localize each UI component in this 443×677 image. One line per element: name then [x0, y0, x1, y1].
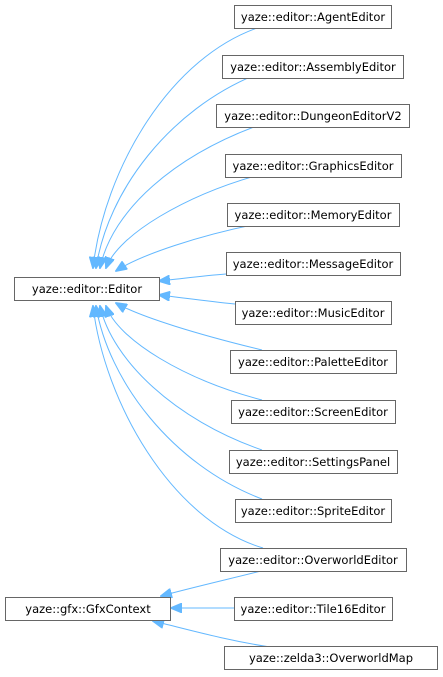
node-label: yaze::editor::PaletteEditor — [238, 355, 388, 369]
edge-graphics-editor-to-editor — [106, 173, 263, 268]
edge-palette-editor-to-editor — [116, 303, 263, 351]
node-label: yaze::editor::OverworldEditor — [228, 553, 398, 567]
node-label: yaze::editor::MusicEditor — [242, 306, 385, 320]
node-label: yaze::editor::Tile16Editor — [241, 602, 386, 616]
edge-assembly-editor-to-editor — [96, 74, 256, 268]
node-label: yaze::editor::DungeonEditorV2 — [224, 109, 401, 123]
node-label: yaze::editor::ScreenEditor — [238, 405, 388, 419]
node-sprite-editor[interactable]: yaze::editor::SpriteEditor — [235, 499, 392, 523]
edge-memory-editor-to-editor — [116, 222, 263, 271]
edge-screen-editor-to-editor — [106, 306, 263, 401]
edge-music-editor-to-editor — [159, 295, 236, 305]
node-label: yaze::editor::SettingsPanel — [236, 455, 390, 469]
edge-message-editor-to-editor — [159, 273, 227, 281]
edge-sprite-editor-to-editor — [96, 306, 263, 500]
node-label: yaze::editor::GraphicsEditor — [233, 159, 394, 173]
node-music-editor[interactable]: yaze::editor::MusicEditor — [235, 301, 392, 325]
node-gfx-context[interactable]: yaze::gfx::GfxContext — [5, 597, 171, 621]
edge-agent-editor-to-editor — [93, 25, 264, 268]
edge-overworld-map-to-gfx-context — [153, 621, 271, 648]
node-settings-panel[interactable]: yaze::editor::SettingsPanel — [229, 450, 398, 474]
node-dungeon-editor-v2[interactable]: yaze::editor::DungeonEditorV2 — [216, 104, 410, 128]
node-label: yaze::gfx::GfxContext — [25, 602, 151, 616]
node-label: yaze::editor::AssemblyEditor — [230, 60, 396, 74]
edge-overworld-editor-to-editor — [93, 306, 264, 549]
edge-overworld-editor-to-gfx-context — [161, 569, 266, 596]
node-overworld-editor[interactable]: yaze::editor::OverworldEditor — [220, 548, 407, 572]
node-label: yaze::editor::Editor — [32, 282, 142, 296]
edge-dungeon-editor-v2-to-editor — [100, 123, 263, 268]
node-graphics-editor[interactable]: yaze::editor::GraphicsEditor — [225, 154, 402, 178]
edges — [93, 25, 271, 648]
node-agent-editor[interactable]: yaze::editor::AgentEditor — [234, 5, 392, 29]
node-overworld-map[interactable]: yaze::zelda3::OverworldMap — [224, 646, 438, 670]
node-assembly-editor[interactable]: yaze::editor::AssemblyEditor — [222, 55, 404, 79]
node-label: yaze::editor::MemoryEditor — [235, 208, 392, 222]
node-message-editor[interactable]: yaze::editor::MessageEditor — [226, 252, 401, 276]
node-label: yaze::zelda3::OverworldMap — [249, 651, 413, 665]
node-label: yaze::editor::MessageEditor — [233, 257, 394, 271]
node-screen-editor[interactable]: yaze::editor::ScreenEditor — [231, 400, 396, 424]
node-label: yaze::editor::SpriteEditor — [241, 504, 386, 518]
node-label: yaze::editor::AgentEditor — [241, 10, 385, 24]
edge-settings-panel-to-editor — [100, 306, 263, 451]
node-editor[interactable]: yaze::editor::Editor — [14, 277, 160, 301]
node-tile16-editor[interactable]: yaze::editor::Tile16Editor — [234, 597, 393, 621]
node-palette-editor[interactable]: yaze::editor::PaletteEditor — [230, 350, 397, 374]
node-memory-editor[interactable]: yaze::editor::MemoryEditor — [227, 203, 400, 227]
